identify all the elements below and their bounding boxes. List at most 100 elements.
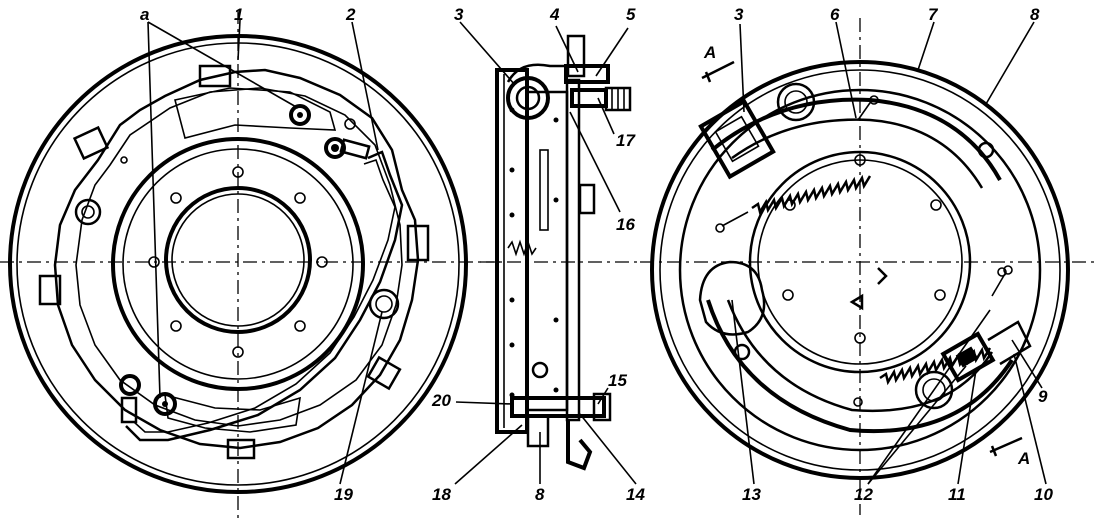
left-bleeder-fitting <box>324 137 346 159</box>
middle-rivet <box>509 342 515 348</box>
leader-12b <box>867 365 967 485</box>
label-5: 5 <box>626 5 636 24</box>
label-9: 9 <box>1038 387 1048 406</box>
left-mount-hole-19 <box>368 288 400 320</box>
label-7: 7 <box>928 5 939 24</box>
right-mount-hole-top <box>776 82 816 122</box>
leader-13 <box>731 299 755 485</box>
left-lower-shoe-web <box>164 393 301 433</box>
middle-cylinder-housing <box>506 63 566 83</box>
left-lower-fitting-body <box>120 396 138 424</box>
leader-17 <box>597 97 615 135</box>
middle-bottom-bracket <box>566 420 593 471</box>
middle-brake-shoe <box>525 90 569 412</box>
label-2: 2 <box>345 5 356 24</box>
left-brake-line-connector <box>339 138 371 160</box>
left-lower-right-tab <box>366 355 402 391</box>
left-mount-hole-inner <box>81 205 95 219</box>
left-center-bore <box>164 186 312 334</box>
leader-a-upper <box>147 21 299 109</box>
label-12: 12 <box>854 485 873 504</box>
right-bolt-hole <box>930 199 942 211</box>
label-a: a <box>140 5 149 24</box>
right-outer-drum <box>650 60 1070 480</box>
label-8-top: 8 <box>1030 5 1040 24</box>
right-bolt-hole <box>854 154 866 166</box>
middle-nut-15 <box>592 392 612 422</box>
right-spring-anchor <box>853 397 863 407</box>
left-outer-disc <box>8 34 468 494</box>
label-section-bottom: A <box>1017 449 1030 468</box>
middle-eccentric-18 <box>526 414 550 448</box>
right-upper-spring-hook <box>721 211 749 227</box>
middle-rivet <box>553 317 559 323</box>
label-3-right: 3 <box>734 5 744 24</box>
middle-rivet <box>509 167 515 173</box>
label-section-top: A <box>703 43 716 62</box>
middle-wheel-cylinder-bore <box>515 85 541 111</box>
left-bolt-hole <box>316 256 328 268</box>
left-cylinder-nut-upper <box>289 104 311 126</box>
leader-9 <box>1011 339 1043 389</box>
middle-rivet <box>553 117 559 123</box>
left-upper-shoe-web <box>174 87 337 139</box>
right-drum-inner <box>678 88 1042 452</box>
left-small-hole <box>120 156 128 164</box>
left-hub-outer-ring <box>111 137 365 391</box>
leader-10 <box>1013 353 1047 485</box>
leader-12a <box>867 309 991 485</box>
left-bolt-hole <box>170 192 182 204</box>
middle-view-section <box>454 21 640 485</box>
middle-return-spring <box>507 239 537 257</box>
left-bleeder-lower <box>119 374 141 396</box>
right-spring-anchor <box>869 95 879 105</box>
label-6: 6 <box>830 5 840 24</box>
left-upper-left-tab <box>72 125 110 161</box>
label-18: 18 <box>432 485 451 504</box>
right-wheel-cylinder <box>698 98 776 180</box>
right-bolt-hole <box>934 289 946 301</box>
left-bolt-hole <box>232 346 244 358</box>
middle-rivet <box>553 197 559 203</box>
right-hub-ring-inner <box>757 159 963 365</box>
right-view-shoes <box>640 18 1094 515</box>
right-small-fastener <box>977 141 995 159</box>
right-mount-hole-top-inner <box>784 90 808 114</box>
leader-20 <box>455 401 513 405</box>
left-cylinder-nut-lower <box>153 392 177 416</box>
left-small-hole <box>344 118 356 130</box>
middle-rivet <box>553 387 559 393</box>
right-upper-shoe-web <box>731 118 984 189</box>
left-center-bore-inner <box>171 193 305 327</box>
left-mount-hole <box>74 198 102 226</box>
left-bolt-hole <box>294 192 306 204</box>
label-17: 17 <box>616 131 636 150</box>
left-brake-pipe-inner <box>133 158 396 433</box>
callout-labels: a 1 2 3 4 5 17 16 15 20 19 18 8 14 3 6 7… <box>140 5 1053 504</box>
middle-backplate <box>565 78 581 422</box>
right-lower-shoe-web <box>726 299 994 413</box>
left-bleeder-fitting-center <box>331 144 339 152</box>
right-hub-triangle-mark <box>849 293 864 311</box>
leader-4 <box>555 25 579 73</box>
leader-2 <box>351 21 379 151</box>
label-3-middle: 3 <box>454 5 464 24</box>
middle-rivet <box>509 297 515 303</box>
leader-16 <box>569 111 621 213</box>
leader-19 <box>339 311 383 485</box>
right-bolt-hole <box>854 332 866 344</box>
leader-18 <box>454 424 523 485</box>
left-cylinder-nut-lower-center <box>162 401 168 407</box>
left-bottom-tab <box>226 438 256 460</box>
section-marker-top-tick <box>704 71 712 83</box>
middle-top-bracket <box>566 34 586 78</box>
left-top-tab <box>198 64 232 88</box>
middle-rivet <box>509 212 515 218</box>
leader-11 <box>957 369 977 485</box>
right-spring-anchor <box>1003 265 1013 275</box>
middle-anchor-pin-14 <box>510 396 606 418</box>
leader-1 <box>237 19 241 61</box>
label-1: 1 <box>234 5 243 24</box>
right-outer-drum-rim <box>659 69 1061 471</box>
